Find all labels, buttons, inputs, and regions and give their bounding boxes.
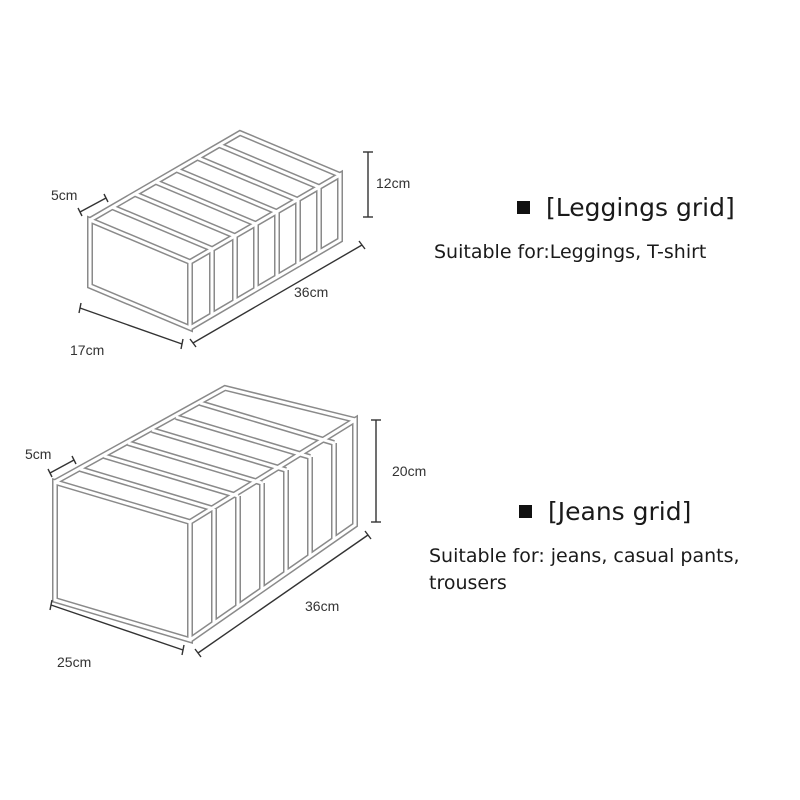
- jeans-grid-title: [Jeans grid]: [519, 497, 691, 526]
- label-compartment-width: 5cm: [51, 187, 77, 203]
- leggings-grid-info: [Leggings grid]: [517, 193, 735, 222]
- description-line: trousers: [429, 572, 507, 594]
- label-width: 25cm: [57, 654, 91, 670]
- label-height: 20cm: [392, 463, 426, 479]
- dimension-line-length: [189, 240, 366, 348]
- leggings-grid-box: 5cm 12cm 36cm 17cm: [51, 129, 410, 358]
- label-width: 17cm: [70, 342, 104, 358]
- description-line: Suitable for: jeans, casual pants,: [429, 545, 740, 567]
- dimension-line-height: [371, 419, 381, 523]
- dimension-line-width: [78, 302, 184, 350]
- jeans-grid-description: Suitable for: jeans, casual pants, trous…: [429, 543, 740, 597]
- dimension-line-compartment: [47, 455, 77, 478]
- label-length: 36cm: [294, 284, 328, 300]
- label-compartment-width: 5cm: [25, 446, 51, 462]
- square-bullet-icon: [519, 505, 532, 518]
- description-line: Suitable for:Leggings, T-shirt: [434, 241, 707, 263]
- leggings-grid-description: Suitable for:Leggings, T-shirt: [434, 239, 706, 266]
- dimension-line-height: [363, 151, 373, 218]
- dimension-line-width: [49, 599, 185, 656]
- dimension-line-length: [194, 530, 372, 658]
- leggings-grid-title: [Leggings grid]: [517, 193, 735, 222]
- square-bullet-icon: [517, 201, 530, 214]
- title-text: [Jeans grid]: [548, 497, 692, 526]
- title-text: [Leggings grid]: [546, 193, 735, 222]
- dimension-line-compartment: [77, 193, 109, 217]
- jeans-grid-info: [Jeans grid]: [519, 497, 691, 526]
- jeans-grid-box: 5cm 20cm 36cm 25cm: [25, 384, 426, 670]
- label-height: 12cm: [376, 175, 410, 191]
- label-length: 36cm: [305, 598, 339, 614]
